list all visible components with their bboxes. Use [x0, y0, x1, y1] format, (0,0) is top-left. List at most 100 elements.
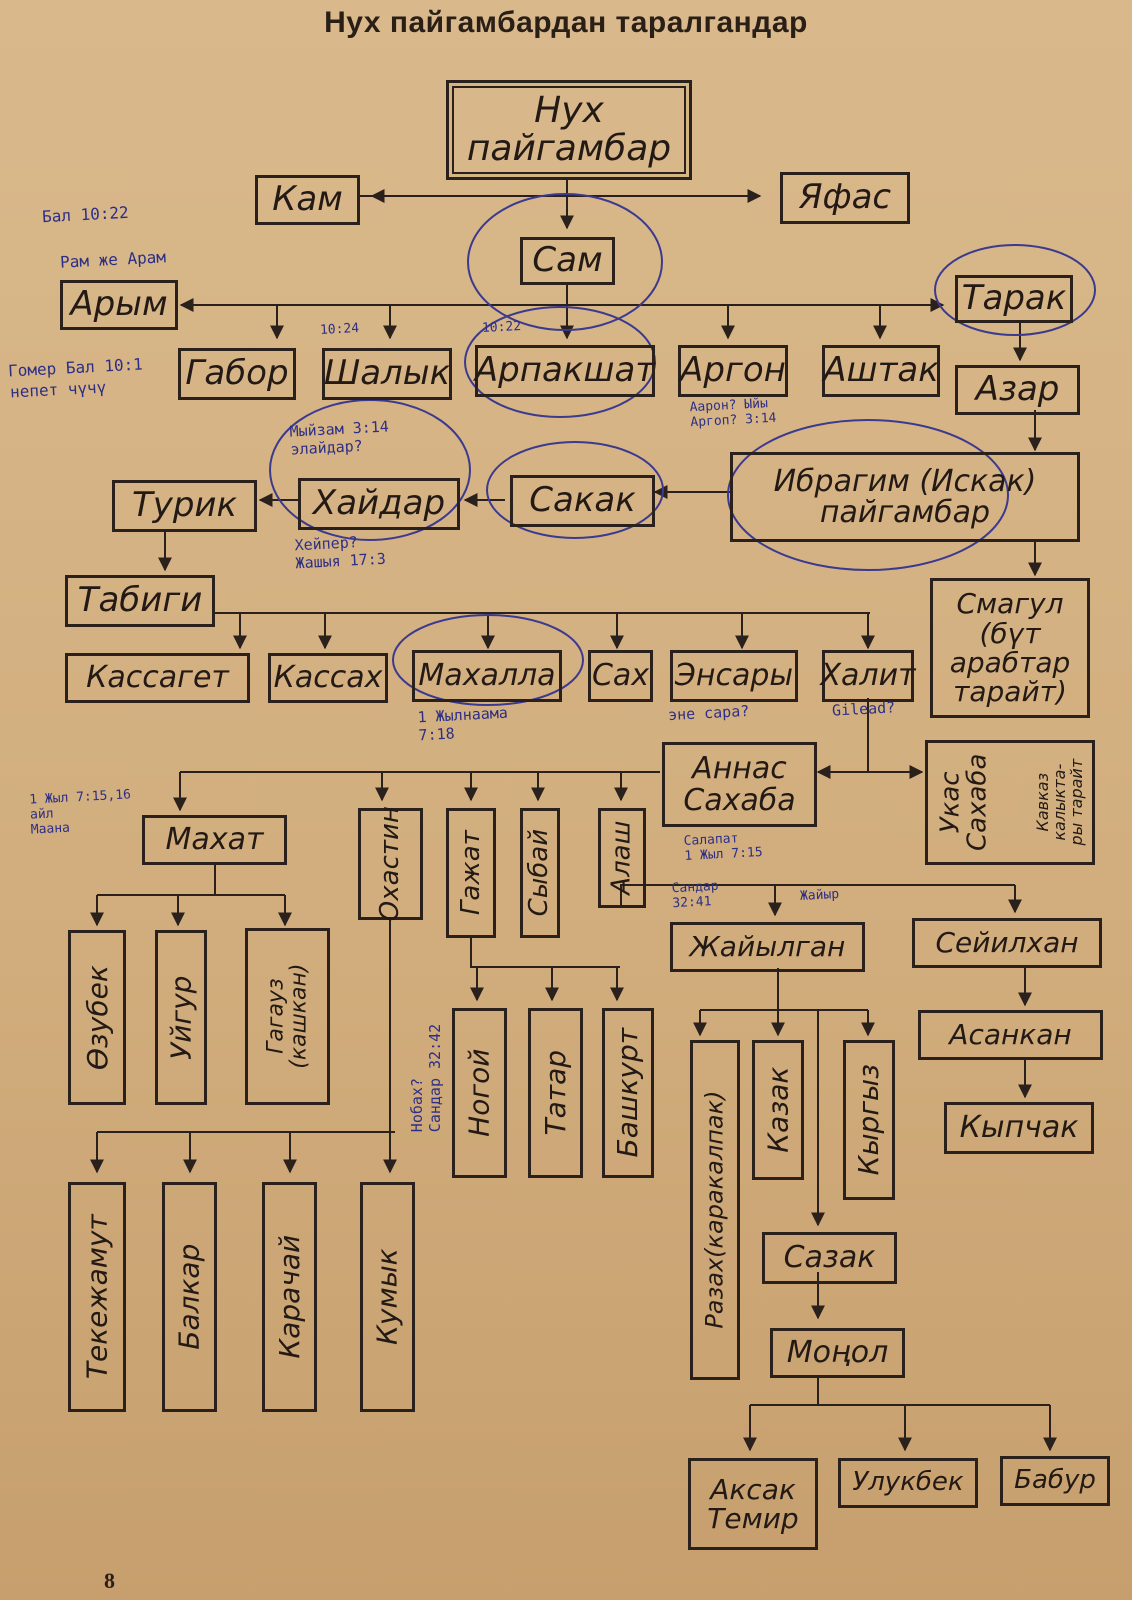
page-title: Нух пайгамбардан таралгандар — [324, 6, 808, 39]
node-arym-label: Арым — [70, 284, 168, 325]
node-smagul-label: Смагул (бүт арабтар тарайт) — [949, 587, 1071, 709]
node-tarak: Тарак — [955, 275, 1073, 323]
node-sah: Сах — [588, 650, 653, 702]
node-ukas-label: Укас Сахаба — [935, 753, 993, 852]
node-sam: Сам — [520, 237, 615, 285]
node-zhayylgan-label: Жайылган — [689, 930, 846, 964]
node-alash: Алаш — [598, 808, 646, 908]
node-ulukbek-label: Улукбек — [852, 1467, 964, 1498]
node-gazhat: Гажат — [446, 808, 496, 938]
node-arym: Арым — [60, 280, 178, 330]
node-asankan: Асанкан — [918, 1010, 1103, 1060]
node-annas: Аннас Сахаба — [662, 742, 817, 827]
node-kyrgyz: Кыргыз — [843, 1040, 895, 1200]
node-ibragim: Ибрагим (Искак) пайгамбар — [730, 452, 1080, 542]
node-ohastin-label: Охастин — [374, 806, 405, 922]
node-razah: Разах(каракалпак) — [690, 1040, 740, 1380]
node-kypchak: Кыпчак — [944, 1102, 1094, 1154]
node-mahat-label: Махат — [165, 822, 264, 858]
node-gazhat-label: Гажат — [455, 830, 486, 916]
node-azar-label: Азар — [975, 369, 1060, 410]
node-asankan-label: Асанкан — [949, 1018, 1072, 1052]
node-sybay-label: Сыбай — [524, 829, 555, 917]
annotation: Аарон? Ыйы Аргоп? 3:14 — [689, 396, 777, 431]
node-uygur-label: Уйгур — [164, 975, 198, 1060]
node-balkar: Балкар — [162, 1182, 217, 1412]
node-kypchak-label: Кыпчак — [959, 1110, 1079, 1146]
node-ulukbek: Улукбек — [838, 1458, 978, 1508]
node-mahalla-label: Махалла — [418, 658, 556, 694]
node-gagauz-label: Гагауз (кашкан) — [263, 963, 312, 1070]
annotation: Жайыр — [799, 886, 840, 905]
node-argon-label: Аргон — [680, 350, 786, 391]
annotation: 1 Жылнаама 7:18 — [417, 703, 509, 745]
annotation: 10:24 — [319, 320, 360, 339]
node-kumyk-label: Кумык — [370, 1248, 404, 1346]
node-kumyk: Кумык — [360, 1182, 415, 1412]
annotation: Нобах? Сандар 32:42 — [408, 1023, 445, 1133]
node-mahat: Махат — [142, 815, 287, 865]
node-tekezhamut: Текежамут — [68, 1182, 126, 1412]
annotation: Сандар 32:41 — [671, 878, 719, 912]
node-balkar-label: Балкар — [172, 1243, 206, 1351]
node-ozubek: Өзубек — [68, 930, 126, 1105]
node-sam-label: Сам — [532, 240, 603, 281]
page-number: 8 — [104, 1568, 115, 1593]
node-sazak: Сазак — [762, 1232, 897, 1284]
node-ashtak-label: Аштак — [823, 350, 939, 391]
node-shalyk-label: Шалык — [323, 353, 451, 394]
node-haydar-label: Хайдар — [312, 483, 446, 524]
node-ensary: Энсары — [670, 650, 798, 702]
node-kassaget-label: Кассагет — [86, 660, 229, 696]
node-tabigi-label: Табиги — [77, 580, 203, 621]
node-kassaget: Кассагет — [65, 653, 250, 703]
node-mongol: Моңол — [770, 1328, 905, 1378]
node-nogoy-label: Ногой — [462, 1048, 496, 1138]
node-shalyk: Шалык — [322, 348, 452, 400]
node-seyilhan: Сейилхан — [912, 918, 1102, 968]
node-gabor: Габор — [178, 348, 296, 400]
node-nogoy: Ногой — [452, 1008, 507, 1178]
node-tekezhamut-label: Текежамут — [80, 1214, 114, 1380]
node-tatar-label: Татар — [538, 1050, 572, 1136]
node-kassah: Кассах — [268, 653, 388, 703]
node-kam-label: Кам — [272, 179, 343, 220]
node-kam: Кам — [255, 175, 360, 225]
node-babur-label: Бабур — [1014, 1465, 1096, 1496]
node-arpakshat: Арпакшат — [475, 345, 655, 397]
node-mahalla: Махалла — [412, 650, 562, 702]
node-uygur: Уйгур — [155, 930, 207, 1105]
node-argon: Аргон — [678, 345, 788, 397]
node-ozubek-label: Өзубек — [80, 965, 114, 1070]
node-gagauz: Гагауз (кашкан) — [245, 928, 330, 1105]
node-sah-label: Сах — [591, 658, 650, 694]
node-aksak: Аксак Темир — [688, 1458, 818, 1550]
node-nuh-label: Нух пайгамбар — [466, 90, 672, 169]
node-kassah-label: Кассах — [273, 660, 383, 696]
annotation: Gilead? — [831, 698, 896, 720]
node-ukas: Укас Сахаба Кавказ калыкта- ры тарайт — [925, 740, 1095, 865]
node-sakak-label: Сакак — [529, 480, 636, 521]
node-mongol-label: Моңол — [786, 1335, 889, 1371]
node-nuh: Нух пайгамбар — [446, 80, 692, 180]
node-yafas: Яфас — [780, 172, 910, 224]
node-turik-label: Турик — [131, 485, 238, 526]
annotation: Мыйзам 3:14 элайдар? — [289, 417, 390, 459]
annotation: 10:22 — [481, 318, 522, 337]
node-ibragim-label: Ибрагим (Искак) пайгамбар — [773, 463, 1037, 530]
node-sakak: Сакак — [510, 475, 655, 527]
node-bashkurt: Башкурт — [602, 1008, 654, 1178]
node-smagul: Смагул (бүт арабтар тарайт) — [930, 578, 1090, 718]
node-alash-label: Алаш — [606, 820, 637, 896]
node-zhayylgan: Жайылган — [670, 922, 865, 972]
node-bashkurt-label: Башкурт — [611, 1028, 645, 1158]
node-sazak-label: Сазак — [783, 1240, 876, 1276]
node-ukas-note: Кавказ калыкта- ры тарайт — [1033, 759, 1087, 846]
node-annas-label: Аннас Сахаба — [683, 751, 796, 818]
node-karachay-label: Карачай — [272, 1235, 306, 1359]
node-kyrgyz-label: Кыргыз — [852, 1064, 886, 1176]
node-ensary-label: Энсары — [674, 658, 794, 694]
node-kazak-label: Казак — [761, 1066, 795, 1153]
annotation: Салапат 1 Жыл 7:15 — [683, 831, 764, 865]
